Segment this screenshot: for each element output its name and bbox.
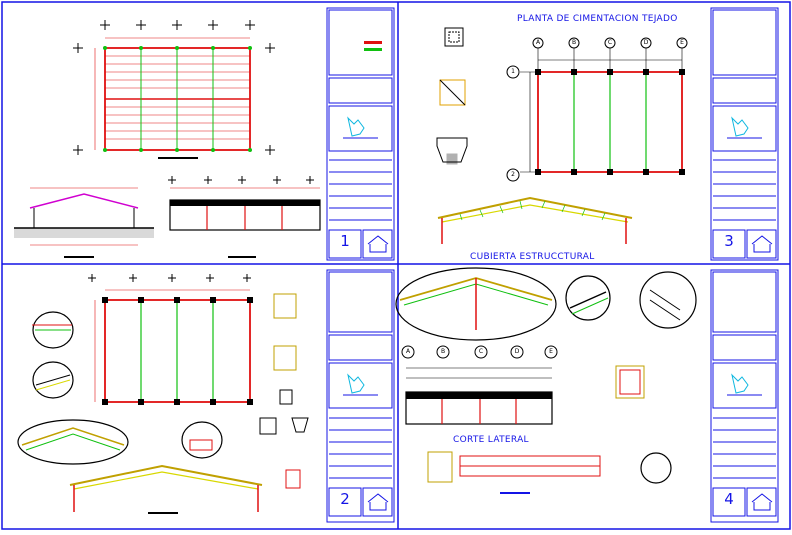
house-icon	[367, 235, 773, 511]
sheet-number-4: 4	[724, 490, 734, 508]
foundation-plan	[506, 37, 688, 182]
axis-label-a-4: A	[405, 348, 411, 355]
detail-bubbles	[17, 267, 697, 484]
column-axis-bubbles	[532, 37, 688, 49]
grid-markers-elev	[168, 176, 314, 184]
sheet-number-1: 1	[340, 232, 350, 250]
side-section-elevation	[405, 367, 553, 425]
title-block-3	[710, 7, 779, 261]
axis-label-c-4: C	[478, 348, 484, 355]
title-block-4	[710, 269, 779, 523]
lateral-section	[427, 451, 601, 494]
front-elevation	[14, 187, 154, 258]
axis-label-b-4: B	[440, 348, 446, 355]
axis-label-d: D	[643, 39, 649, 46]
foundation-plan-title: PLANTA DE CIMENTACION TEJADO	[517, 14, 678, 24]
footing-detail-4	[615, 365, 645, 399]
sheet-number-2: 2	[340, 490, 350, 508]
roof-truss-elevation	[437, 196, 633, 244]
logo-emblem-1	[343, 116, 378, 139]
row-axis-bubbles	[506, 65, 520, 182]
axis-label-d-4: D	[514, 348, 520, 355]
roof-truss-2	[69, 464, 263, 514]
logo-emblem-3	[727, 116, 762, 139]
grid-markers-2	[88, 274, 251, 282]
roof-structure-title: CUBIERTA ESTRUCCTURAL	[470, 252, 595, 262]
title-block-2	[326, 269, 395, 523]
sheet-number-3: 3	[724, 232, 734, 250]
legend-swatches	[364, 41, 382, 51]
roof-plan	[94, 37, 252, 159]
axis-label-e-4: E	[549, 348, 553, 355]
logo-emblem-2	[343, 373, 378, 396]
axis-label-c: C	[607, 39, 613, 46]
axis-label-2: 2	[511, 171, 515, 178]
side-elevation	[169, 187, 321, 258]
axis-label-e: E	[680, 39, 684, 46]
axis-label-b: B	[571, 39, 577, 46]
axis-label-1: 1	[511, 68, 515, 75]
structural-plan-2	[94, 289, 253, 405]
grid-axis-4	[401, 345, 558, 359]
grid-markers	[73, 20, 275, 155]
side-section-title: CORTE LATERAL	[453, 435, 529, 445]
column-details-2	[259, 293, 309, 489]
axis-label-a: A	[535, 39, 541, 46]
footing-details	[436, 27, 468, 165]
detail-content	[21, 277, 681, 451]
title-block-1	[326, 7, 395, 261]
logo-emblem-4	[727, 373, 762, 396]
